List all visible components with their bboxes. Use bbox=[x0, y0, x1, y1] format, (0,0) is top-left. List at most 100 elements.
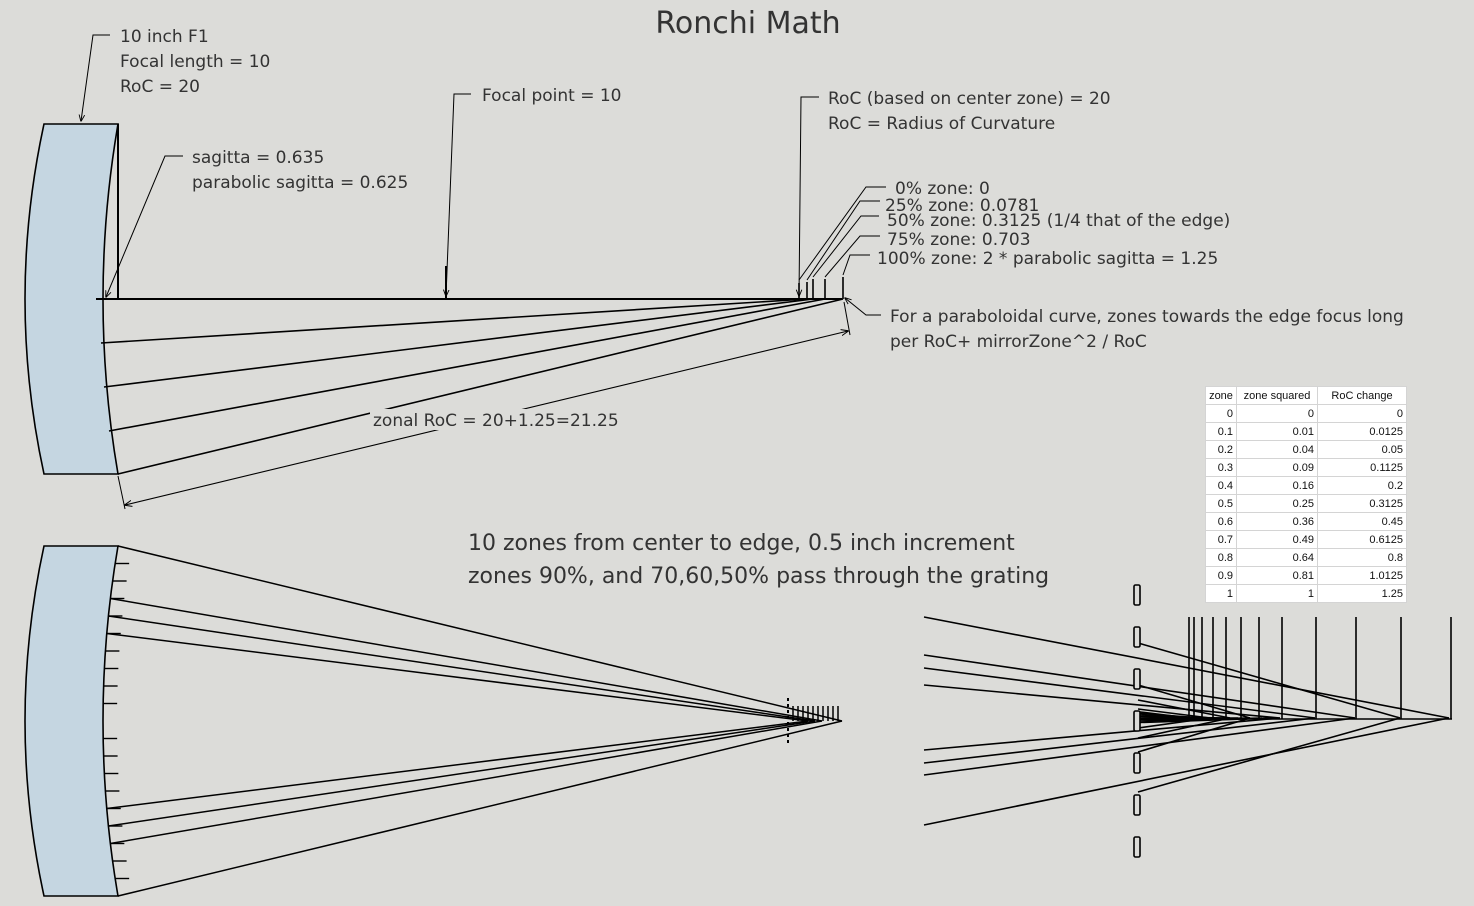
ray-line bbox=[108, 615, 816, 722]
grating-bar bbox=[1133, 668, 1141, 690]
top-mirror-diagram bbox=[24, 123, 851, 510]
sagitta-label-line2: parabolic sagitta = 0.625 bbox=[192, 173, 408, 193]
bottom-note-line1: 10 zones from center to edge, 0.5 inch i… bbox=[468, 531, 1015, 556]
table-cell: 0.0125 bbox=[1317, 422, 1407, 441]
ray-line bbox=[110, 597, 823, 722]
ray-line bbox=[100, 298, 808, 344]
table-cell: 0.16 bbox=[1236, 476, 1318, 495]
top-labels: 10 inch F1 Focal length = 10 RoC = 20 sa… bbox=[120, 27, 1404, 431]
ray-line bbox=[923, 667, 1316, 719]
ray-line bbox=[108, 720, 816, 827]
table-cell: 1 bbox=[1205, 584, 1237, 603]
table-cell: 0.6 bbox=[1205, 512, 1237, 531]
table-cell: 0.9 bbox=[1205, 566, 1237, 585]
ray-line bbox=[1137, 708, 1211, 719]
table-cell: 0.45 bbox=[1317, 512, 1407, 531]
grating-bar bbox=[1133, 836, 1141, 858]
paraboloid-note-line1: For a paraboloidal curve, zones towards … bbox=[890, 307, 1404, 327]
col-roc-change: RoC change bbox=[1317, 386, 1407, 405]
table-cell: 1 bbox=[1236, 584, 1318, 603]
table-cell: 0.05 bbox=[1317, 440, 1407, 459]
table-cell: 0.4 bbox=[1205, 476, 1237, 495]
ray-line bbox=[106, 632, 809, 722]
table-cell: 0.2 bbox=[1317, 476, 1407, 495]
table-cell: 0 bbox=[1205, 404, 1237, 423]
ray-line bbox=[1137, 642, 1401, 719]
grating-bar bbox=[1133, 626, 1141, 648]
table-cell: 0.1125 bbox=[1317, 458, 1407, 477]
top-rays bbox=[96, 298, 844, 475]
table-cell: 0.04 bbox=[1236, 440, 1318, 459]
ray-line bbox=[923, 717, 1281, 751]
grating-bar bbox=[1133, 752, 1141, 774]
table-header-row: zone zone squared RoC change bbox=[1205, 386, 1407, 405]
leader-lines bbox=[81, 34, 886, 316]
bottom-mirror-diagram bbox=[24, 545, 843, 897]
zone-label-50: 50% zone: 0.3125 (1/4 that of the edge) bbox=[887, 211, 1230, 231]
zonal-roc-label: zonal RoC = 20+1.25=21.25 bbox=[373, 411, 619, 431]
focus-ticks bbox=[792, 706, 839, 721]
zoomed-focus-ticks bbox=[1188, 617, 1452, 719]
ray-line bbox=[1137, 717, 1401, 793]
ray-line bbox=[1137, 717, 1251, 753]
table-cell: 0.81 bbox=[1236, 566, 1318, 585]
ray-line bbox=[923, 717, 1356, 776]
table-cell: 0.8 bbox=[1317, 548, 1407, 567]
mirror-label-line2: Focal length = 10 bbox=[120, 52, 270, 72]
table-cell: 0.5 bbox=[1205, 494, 1237, 513]
zoomed-focus-diagram bbox=[923, 584, 1452, 858]
table-cell: 1.0125 bbox=[1317, 566, 1407, 585]
table-cell: 1.25 bbox=[1317, 584, 1407, 603]
focal-point-label: Focal point = 10 bbox=[482, 86, 622, 106]
table-cell: 0.3125 bbox=[1317, 494, 1407, 513]
table-cell: 0.09 bbox=[1236, 458, 1318, 477]
zone-label-100: 100% zone: 2 * parabolic sagitta = 1.25 bbox=[877, 249, 1218, 269]
zone-label-25: 25% zone: 0.0781 bbox=[885, 196, 1039, 216]
ronchi-grating bbox=[1133, 584, 1141, 858]
bottom-rays bbox=[106, 545, 843, 897]
ray-line bbox=[1137, 717, 1231, 739]
grating-bar bbox=[1133, 584, 1141, 606]
ray-line bbox=[117, 720, 843, 897]
ray-line bbox=[103, 298, 814, 388]
zone-focus-ticks bbox=[798, 277, 844, 299]
table-cell: 0 bbox=[1317, 404, 1407, 423]
paraboloid-note-line2: per RoC+ mirrorZone^2 / RoC bbox=[890, 332, 1147, 352]
ray-line bbox=[1137, 699, 1231, 719]
table-cell: 0.49 bbox=[1236, 530, 1318, 549]
ray-line bbox=[923, 717, 1450, 826]
ray-line bbox=[106, 720, 809, 810]
zone-label-75: 75% zone: 0.703 bbox=[887, 230, 1031, 250]
ray-line bbox=[923, 616, 1450, 719]
table-cell: 0.8 bbox=[1205, 548, 1237, 567]
mirror-label-line3: RoC = 20 bbox=[120, 77, 200, 97]
ray-line bbox=[117, 545, 843, 722]
ray-line bbox=[117, 298, 844, 475]
sagitta-label-line1: sagitta = 0.635 bbox=[192, 148, 324, 168]
table-cell: 0.7 bbox=[1205, 530, 1237, 549]
mirror-label-line1: 10 inch F1 bbox=[120, 27, 209, 47]
table-cell: 0.2 bbox=[1205, 440, 1237, 459]
ray-line bbox=[923, 717, 1316, 764]
ray-line bbox=[110, 720, 823, 845]
bottom-mirror bbox=[24, 545, 119, 897]
diagram-title: Ronchi Math bbox=[655, 6, 840, 41]
table-cell: 0.01 bbox=[1236, 422, 1318, 441]
zone-label-0: 0% zone: 0 bbox=[895, 179, 990, 199]
table-cell: 0.64 bbox=[1236, 548, 1318, 567]
table-cell: 0.36 bbox=[1236, 512, 1318, 531]
table-cell: 0 bbox=[1236, 404, 1318, 423]
roc-label-line2: RoC = Radius of Curvature bbox=[828, 114, 1055, 134]
